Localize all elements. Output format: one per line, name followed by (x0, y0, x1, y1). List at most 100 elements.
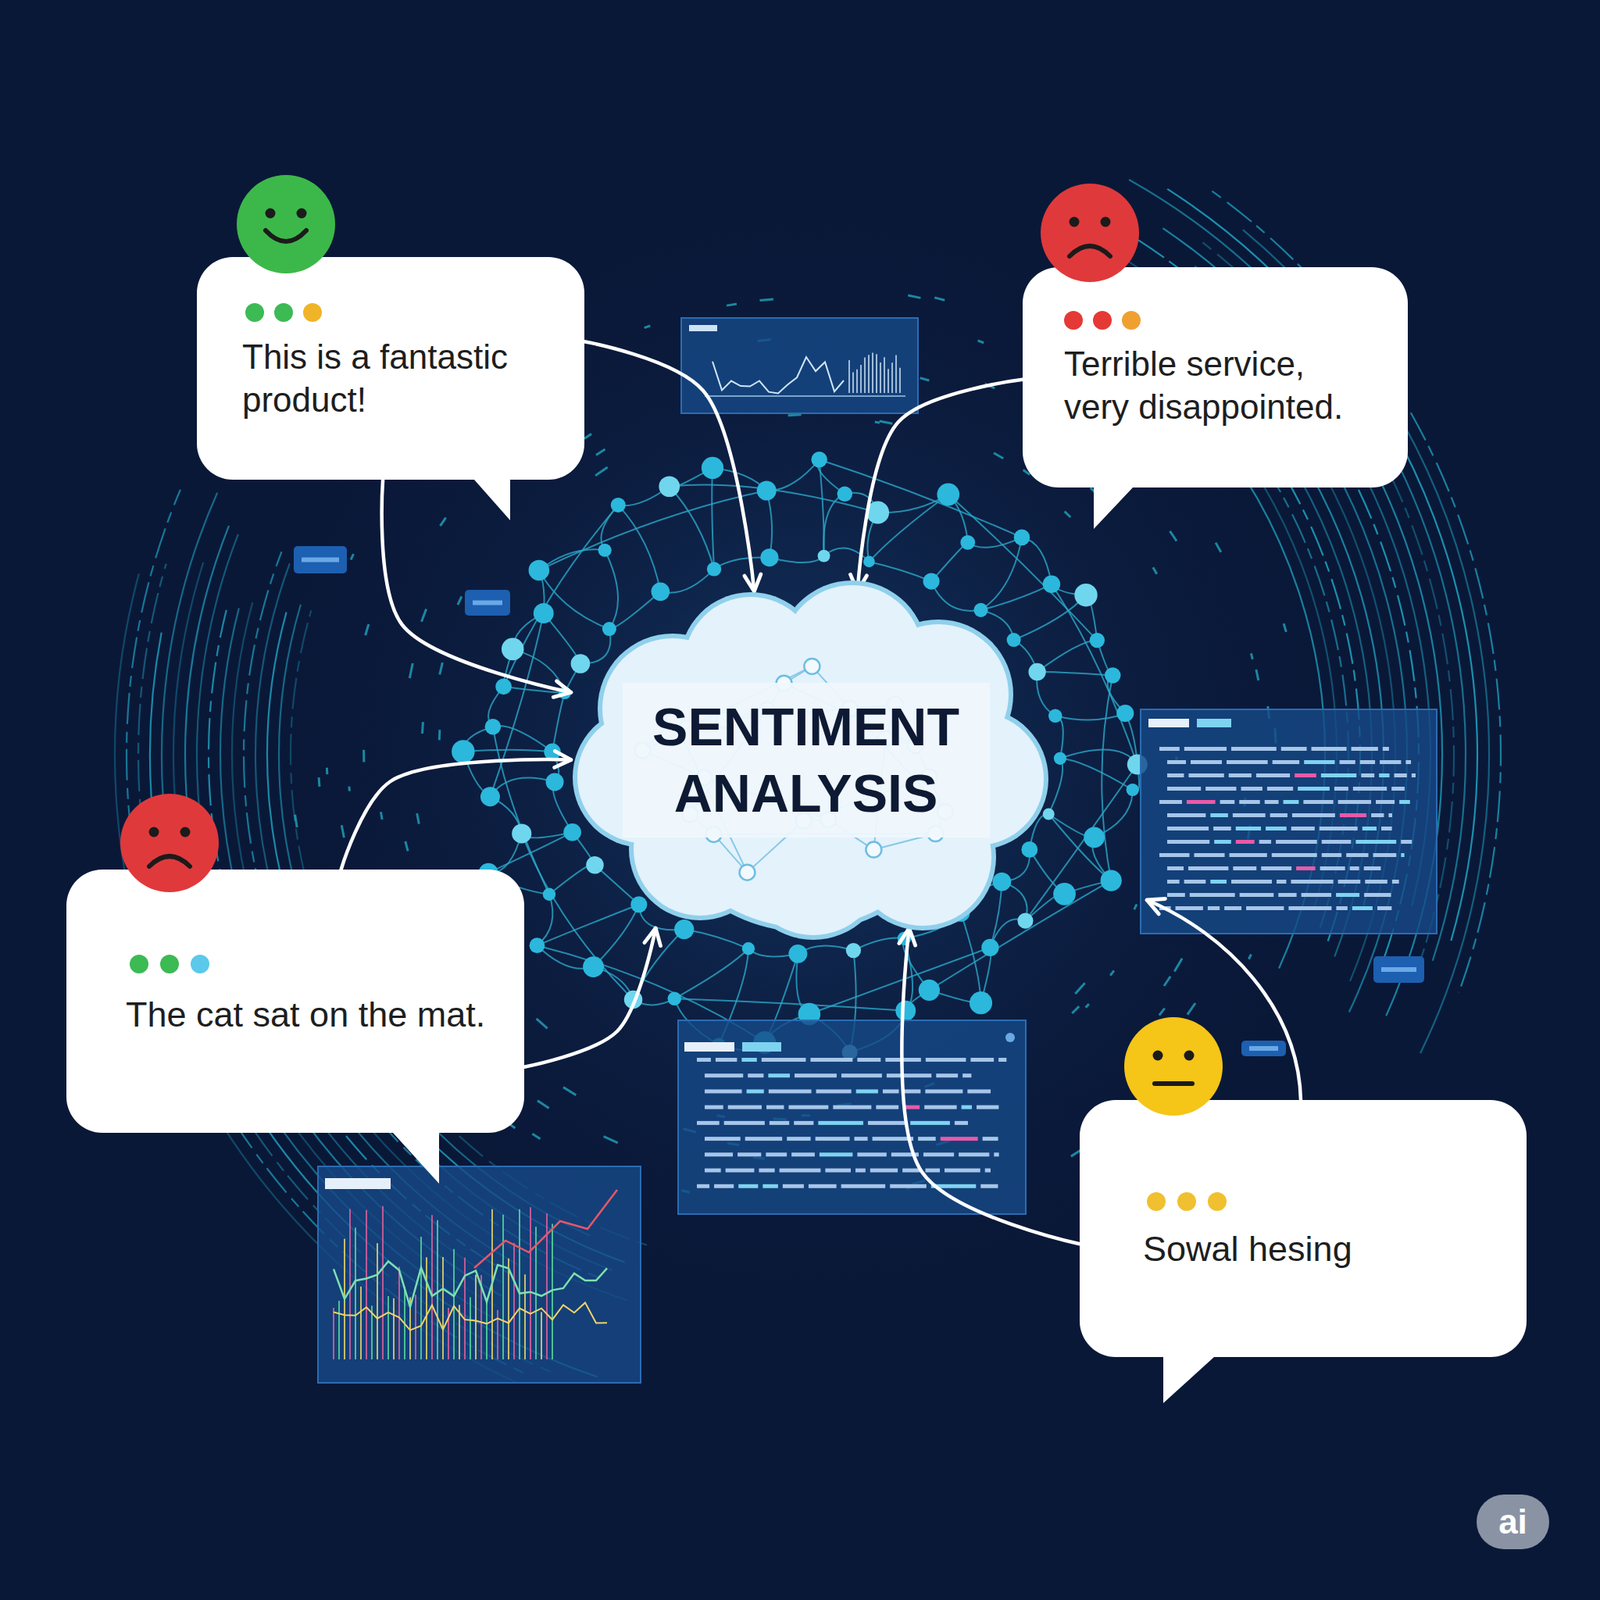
panel-text-line (1405, 760, 1411, 765)
emoji-face (1040, 183, 1140, 283)
panel-text-line (1246, 906, 1284, 911)
network-dot (1083, 827, 1105, 849)
panel-text-line (903, 1089, 922, 1093)
panel-text-line (882, 1089, 900, 1093)
panel-text-line (980, 1184, 998, 1189)
data-dust (362, 750, 365, 763)
panel-text-line (940, 1136, 979, 1141)
network-link (711, 467, 715, 569)
panel-text-line (825, 1168, 851, 1173)
panel-text-line (1184, 879, 1207, 884)
chart-bar (442, 1257, 444, 1360)
panel-text-line (765, 1152, 787, 1157)
panel-text-line (961, 1105, 972, 1110)
network-dot (667, 991, 682, 1005)
data-dust (644, 325, 651, 329)
data-panel (681, 317, 918, 414)
network-dot (1053, 882, 1076, 906)
panel-text-line (985, 1168, 991, 1173)
network-dot (969, 991, 993, 1015)
panel-text-line (747, 1073, 764, 1078)
cloud-network-dot (865, 842, 882, 858)
data-dust (1085, 1003, 1090, 1008)
panel-text-line (794, 1073, 837, 1078)
emoji-eye (265, 208, 276, 219)
panel-text-line (704, 1089, 743, 1093)
data-dust (1134, 903, 1137, 910)
network-dot (1100, 869, 1122, 891)
data-dust (993, 453, 1004, 459)
panel-text-line (1267, 786, 1293, 791)
typing-dot (1146, 1192, 1166, 1211)
panel-text-line (925, 1057, 967, 1062)
typing-dot (245, 303, 265, 322)
network-dot (788, 944, 808, 964)
data-dust (421, 608, 426, 622)
data-dust (1075, 982, 1085, 994)
panel-text-line (1346, 853, 1368, 858)
panel-text-line (1239, 800, 1260, 804)
panel-text-line (1235, 826, 1261, 831)
network-dot (1089, 632, 1105, 648)
panel-text-line (746, 1089, 765, 1093)
network-dot (1017, 913, 1033, 929)
network-dot (817, 550, 831, 563)
panel-text-line (923, 1152, 954, 1157)
panel-text-line (1167, 879, 1180, 884)
network-dot (598, 543, 612, 558)
panel-text-line (1205, 786, 1236, 791)
chart-hatch (883, 357, 886, 393)
panel-text-line (1294, 773, 1317, 778)
panel-text-line (1167, 773, 1184, 778)
speech-bubble: The cat sat on the mat. (66, 869, 525, 1133)
panel-text-line (1256, 773, 1290, 778)
panel-header (742, 1042, 782, 1052)
panel-text-line (1167, 813, 1206, 818)
chart-bar (551, 1223, 554, 1360)
network-dot (511, 823, 532, 843)
network-dot (846, 942, 861, 958)
network-link (823, 493, 845, 556)
chart-bar (540, 1312, 543, 1360)
watermark: ai (1476, 1494, 1550, 1550)
chart-bar (392, 1298, 395, 1360)
chart-line (712, 357, 844, 393)
chart-bar (524, 1274, 526, 1360)
panel-text-line (1378, 773, 1390, 778)
panel-text-line (1364, 879, 1388, 884)
panel-text-line (704, 1073, 743, 1078)
panel-text-line (1175, 906, 1204, 911)
chart-bar (436, 1220, 439, 1360)
chart-bar (387, 1296, 390, 1360)
panel-header (1148, 718, 1190, 728)
panel-text-line (1229, 853, 1268, 858)
panel-text-line (1375, 800, 1395, 804)
panel-text-line (704, 1136, 741, 1141)
data-dust (907, 295, 921, 298)
network-dot (571, 653, 591, 674)
network-link (503, 505, 619, 687)
data-dust (596, 449, 606, 455)
chart-hatch (871, 353, 874, 393)
network-dot (630, 896, 647, 913)
data-dust (1256, 669, 1259, 681)
chart-hatch (864, 357, 866, 393)
panel-text-line (1297, 786, 1330, 791)
panel-text-line (1167, 866, 1184, 871)
chart-bar (431, 1214, 433, 1360)
panel-text-line (867, 1121, 906, 1125)
bubble-outline (1079, 1100, 1527, 1404)
data-dust (1164, 976, 1171, 986)
panel-text-line (917, 1136, 936, 1141)
panel-text-line (704, 1152, 733, 1157)
emoji-eye (1184, 1050, 1195, 1061)
data-dust (532, 1133, 540, 1139)
brain-cloud: SENTIMENT ANALYSIS (571, 591, 1041, 929)
network-link (819, 459, 1022, 538)
network-dot (742, 942, 755, 955)
chart-bar (485, 1299, 488, 1360)
panel-text-line (1379, 760, 1401, 765)
network-link (539, 490, 767, 571)
panel-text-line (1292, 813, 1336, 818)
network-dot (960, 535, 975, 550)
